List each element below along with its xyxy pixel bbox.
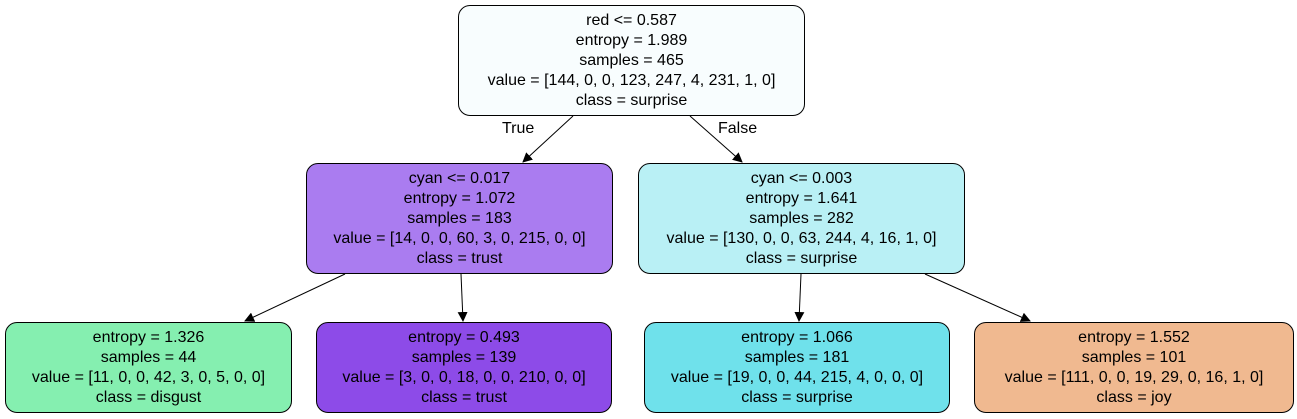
node-samples: samples = 465 — [579, 51, 684, 69]
edge-root-to-left — [522, 115, 574, 163]
edge-left-to-leaf-trust — [457, 273, 468, 322]
tree-leaf-surprise: entropy = 1.066 samples = 181 value = [1… — [644, 322, 950, 413]
tree-leaf-joy: entropy = 1.552 samples = 101 value = [1… — [974, 322, 1294, 413]
node-entropy: entropy = 0.493 — [408, 328, 520, 346]
node-class: class = surprise — [575, 91, 688, 109]
tree-node-left: cyan <= 0.017 entropy = 1.072 samples = … — [306, 163, 613, 274]
node-class: class = trust — [421, 388, 507, 406]
node-samples: samples = 183 — [407, 209, 512, 227]
node-value: value = [144, 0, 0, 123, 247, 4, 231, 1,… — [487, 71, 776, 89]
node-value: value = [3, 0, 0, 18, 0, 0, 210, 0, 0] — [342, 368, 586, 386]
node-split-rule: cyan <= 0.017 — [408, 169, 511, 187]
node-samples: samples = 181 — [744, 348, 850, 366]
node-entropy: entropy = 1.066 — [741, 328, 853, 346]
node-value: value = [11, 0, 0, 42, 3, 0, 5, 0, 0] — [31, 368, 266, 386]
edge-right-to-leaf-joy — [924, 273, 1031, 322]
node-class: class = surprise — [745, 249, 858, 267]
edge-right-to-leaf-surprise — [794, 273, 805, 322]
node-split-rule: red <= 0.587 — [586, 11, 677, 29]
node-class: class = surprise — [741, 388, 853, 406]
node-value: value = [19, 0, 0, 44, 215, 4, 0, 0, 0] — [670, 368, 924, 386]
node-entropy: entropy = 1.552 — [1078, 328, 1190, 346]
node-samples: samples = 44 — [100, 348, 197, 366]
node-entropy: entropy = 1.072 — [403, 189, 516, 207]
node-samples: samples = 139 — [411, 348, 517, 366]
node-value: value = [14, 0, 0, 60, 3, 0, 215, 0, 0] — [333, 229, 586, 247]
edge-root-to-right — [689, 115, 743, 163]
edge-label-false: False — [718, 120, 758, 137]
edge-left-to-leaf-disgust — [244, 273, 346, 322]
node-class: class = disgust — [95, 388, 202, 406]
node-entropy: entropy = 1.989 — [575, 31, 688, 49]
node-samples: samples = 101 — [1081, 348, 1187, 366]
node-class: class = joy — [1096, 388, 1172, 406]
node-class: class = trust — [416, 249, 503, 267]
tree-leaf-trust: entropy = 0.493 samples = 139 value = [3… — [316, 322, 612, 413]
node-split-rule: cyan <= 0.003 — [750, 169, 853, 187]
node-value: value = [111, 0, 0, 19, 29, 0, 16, 1, 0] — [1004, 368, 1264, 386]
tree-leaf-disgust: entropy = 1.326 samples = 44 value = [11… — [5, 322, 292, 413]
tree-node-right: cyan <= 0.003 entropy = 1.641 samples = … — [638, 163, 965, 274]
edge-label-true: True — [502, 120, 535, 137]
node-entropy: entropy = 1.326 — [92, 328, 205, 346]
node-samples: samples = 282 — [749, 209, 854, 227]
tree-node-root: red <= 0.587 entropy = 1.989 samples = 4… — [458, 5, 805, 116]
node-entropy: entropy = 1.641 — [745, 189, 858, 207]
node-value: value = [130, 0, 0, 63, 244, 4, 16, 1, 0… — [666, 229, 937, 247]
